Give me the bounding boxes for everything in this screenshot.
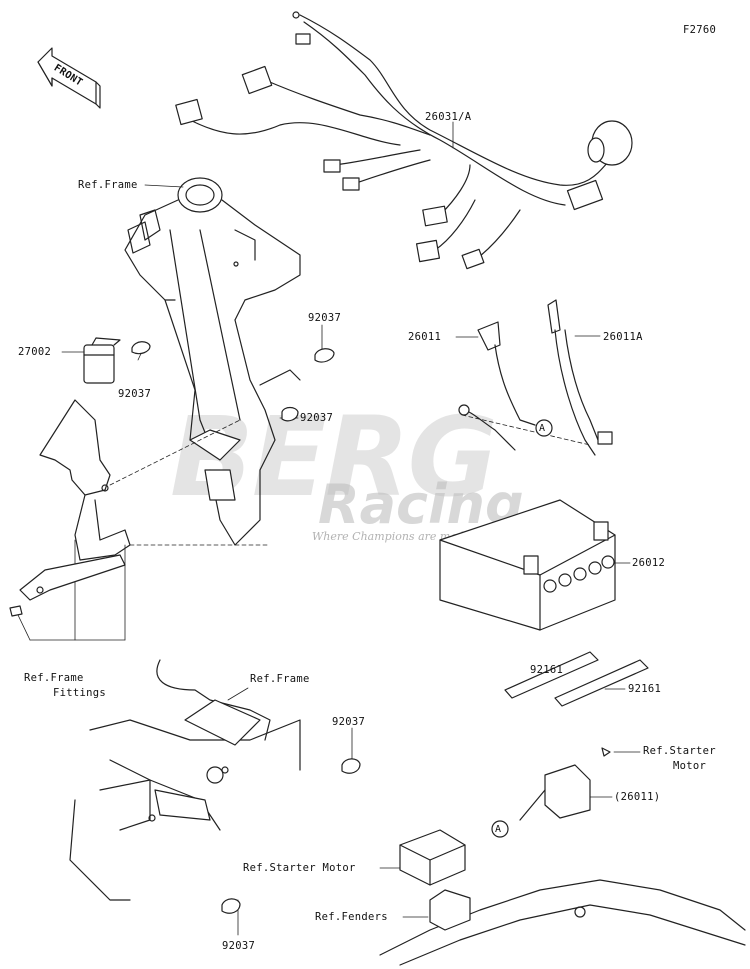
battery-26012 [439, 499, 616, 631]
marker-a-2: A [495, 824, 502, 835]
part-26011-paren-callout: (26011) [614, 791, 661, 803]
straps-92161 [504, 651, 649, 707]
relay-27002 [83, 337, 121, 384]
marker-a-circle-2 [491, 820, 509, 838]
ref-frame-top-callout: Ref.Frame [78, 179, 138, 191]
battery-callout: 26012 [632, 557, 666, 569]
wiring-harness [175, 11, 633, 270]
ref-starter-motor-line1: Ref.Starter [643, 745, 716, 757]
cable-26011 [458, 321, 536, 451]
part-27002-callout: 27002 [18, 346, 52, 358]
marker-a-1: A [539, 423, 546, 434]
ref-frame-fittings-line2: Fittings [53, 687, 106, 699]
lower-frame [69, 659, 301, 901]
watermark-tagline: Where Champions are made [312, 530, 471, 543]
ref-fenders-callout: Ref.Fenders [315, 911, 388, 923]
clip-callout-5: 92037 [222, 940, 256, 952]
cable-26011A [547, 299, 613, 456]
starter-relay [399, 747, 611, 886]
diagram-code: F2760 [683, 24, 717, 36]
cable-26011a-callout: 26011A [603, 331, 643, 343]
ref-starter-motor-line2: Motor [673, 760, 707, 772]
ref-frame-fittings-line1: Ref.Frame [24, 672, 84, 684]
fenders [379, 879, 746, 966]
clip-callout-2: 92037 [118, 388, 152, 400]
frame-section [124, 177, 301, 546]
marker-a-circle-1 [535, 419, 553, 437]
ref-frame-lower-callout: Ref.Frame [250, 673, 310, 685]
strap-callout-1: 92161 [530, 664, 564, 676]
clip-icons [131, 341, 361, 914]
clip-callout-4: 92037 [332, 716, 366, 728]
clip-callout-3: 92037 [300, 412, 334, 424]
clip-callout-1: 92037 [308, 312, 342, 324]
front-arrow-icon [37, 47, 101, 109]
harness-callout: 26031/A [425, 111, 472, 123]
strap-callout-2: 92161 [628, 683, 662, 695]
cable-26011-callout: 26011 [408, 331, 442, 343]
watermark-sub: Racing [318, 473, 524, 536]
bracket-left [9, 399, 131, 617]
ref-starter-motor-callout: Ref.Starter Motor [243, 862, 356, 874]
